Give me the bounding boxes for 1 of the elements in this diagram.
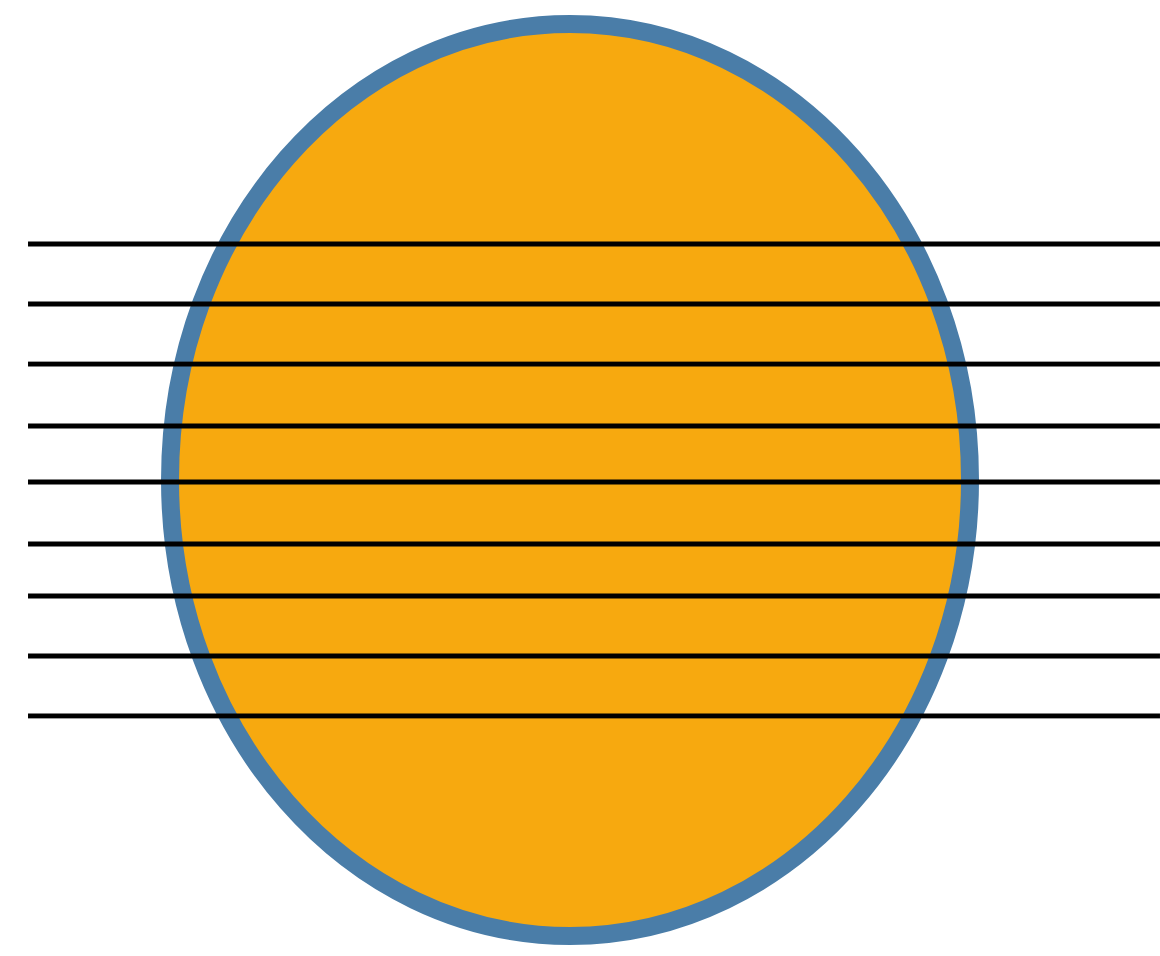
ellipse-shape: [161, 15, 979, 945]
